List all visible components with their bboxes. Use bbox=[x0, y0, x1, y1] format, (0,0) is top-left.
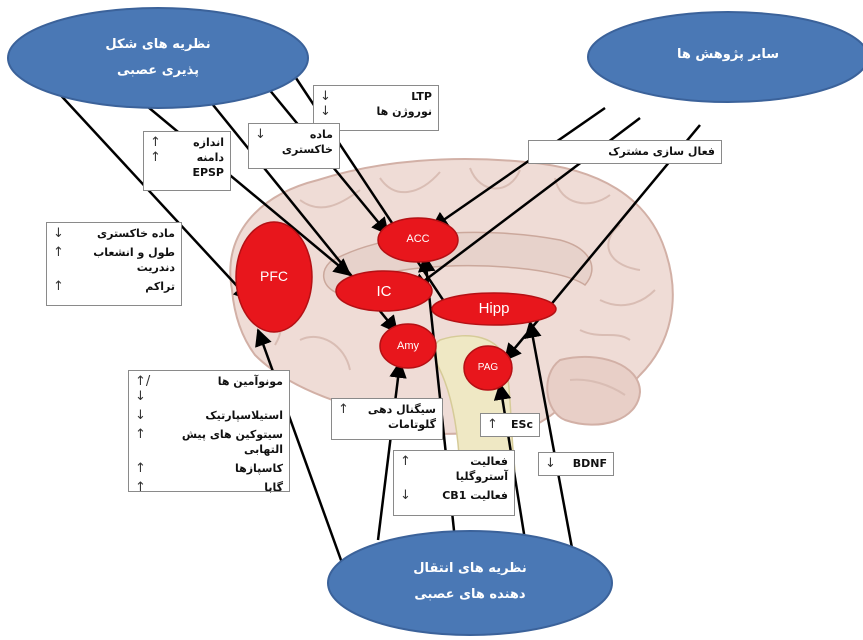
plasticity-line-2: پذیری عصبی bbox=[78, 58, 238, 84]
box-text: کاسپازها bbox=[157, 461, 283, 476]
box-text: EPSP bbox=[172, 165, 224, 180]
box-text: التهابی bbox=[157, 442, 283, 457]
box-row: ↑ESc bbox=[487, 417, 533, 432]
box-text: آستروگلیا bbox=[422, 469, 508, 484]
box-row: ↓نوروژن ها bbox=[320, 104, 432, 119]
up-arrow-icon: ↑ bbox=[400, 454, 422, 469]
box-row: ↑سیتوکین های پیش bbox=[135, 427, 283, 442]
plasticity-theory-label: نظریه های شکل پذیری عصبی bbox=[78, 32, 238, 84]
box-text: سیگنال دهی bbox=[360, 402, 436, 417]
other-research-label: سایر پژوهش ها bbox=[648, 42, 808, 68]
box-glutamate-signaling: ↑سیگنال دهی گلوتامات bbox=[331, 398, 443, 440]
up-arrow-icon: ↑ bbox=[135, 461, 157, 476]
box-text: نوروژن ها bbox=[342, 104, 432, 119]
box-text: خاکستری bbox=[277, 142, 333, 157]
box-row: ↓استیلاسپارتیک bbox=[135, 408, 283, 423]
label-acc: ACC bbox=[388, 233, 448, 245]
box-text: ESc bbox=[509, 417, 533, 432]
box-text: فعال سازی مشترک bbox=[557, 144, 715, 159]
box-row: ↓ماده bbox=[255, 127, 333, 142]
box-text: ماده bbox=[277, 127, 333, 142]
other-research-line-1: سایر پژوهش ها bbox=[648, 42, 808, 68]
box-row: ↑تراکم bbox=[53, 279, 175, 294]
up-arrow-icon: ↑ bbox=[53, 279, 75, 294]
box-row: ↓BDNF bbox=[545, 456, 607, 471]
label-pag: PAG bbox=[458, 362, 518, 373]
up-arrow-icon: ↑ bbox=[150, 135, 172, 150]
cerebellum bbox=[547, 357, 640, 425]
box-row: ↑فعالیت bbox=[400, 454, 508, 469]
neurotransmitter-line-2: دهنده های عصبی bbox=[390, 582, 550, 608]
box-row: ↑/↓مونوآمین ها bbox=[135, 374, 283, 404]
box-text: طول و انشعاب bbox=[75, 245, 175, 260]
box-row: دندریت bbox=[53, 260, 175, 275]
box-row: ↓LTP bbox=[320, 89, 432, 104]
box-text: LTP bbox=[342, 89, 432, 104]
down-arrow-icon: ↓ bbox=[53, 226, 75, 241]
label-hipp: Hipp bbox=[464, 300, 524, 317]
box-row: EPSP bbox=[150, 165, 224, 180]
up-arrow-icon: ↑ bbox=[135, 480, 157, 495]
box-text: استیلاسپارتیک bbox=[157, 408, 283, 423]
box-row: ↑اندازه bbox=[150, 135, 224, 150]
neurotransmitter-theory-label: نظریه های انتقال دهنده های عصبی bbox=[390, 556, 550, 608]
up-down-arrow-icon: ↑/↓ bbox=[135, 374, 157, 404]
down-arrow-icon: ↓ bbox=[320, 89, 342, 104]
box-text: گابا bbox=[157, 480, 283, 495]
box-astroglia-activity: ↑فعالیت آستروگلیا ↓فعالیت CB1 bbox=[393, 450, 515, 516]
down-arrow-icon: ↓ bbox=[400, 488, 422, 503]
box-row: ↑دامنه bbox=[150, 150, 224, 165]
box-row: ↓ماده خاکستری bbox=[53, 226, 175, 241]
box-row: خاکستری bbox=[255, 142, 333, 157]
plasticity-line-1: نظریه های شکل bbox=[78, 32, 238, 58]
box-monoamines: ↑/↓مونوآمین ها ↓استیلاسپارتیک ↑سیتوکین ه… bbox=[128, 370, 290, 492]
down-arrow-icon: ↓ bbox=[545, 456, 567, 471]
box-text: مونوآمین ها bbox=[157, 374, 283, 389]
box-gray-matter-acc: ↓ماده خاکستری bbox=[248, 123, 340, 169]
up-arrow-icon: ↑ bbox=[53, 245, 75, 260]
box-text: دامنه bbox=[172, 150, 224, 165]
down-arrow-icon: ↓ bbox=[135, 408, 157, 423]
box-esc: ↑ESc bbox=[480, 413, 540, 437]
up-arrow-icon: ↑ bbox=[338, 402, 360, 417]
box-text: BDNF bbox=[567, 456, 607, 471]
down-arrow-icon: ↓ bbox=[320, 104, 342, 119]
box-text: فعالیت bbox=[422, 454, 508, 469]
down-arrow-icon: ↓ bbox=[255, 127, 277, 142]
box-text: دندریت bbox=[75, 260, 175, 275]
box-text: تراکم bbox=[75, 279, 175, 294]
label-amy: Amy bbox=[378, 340, 438, 352]
box-row: ↑گابا bbox=[135, 480, 283, 495]
box-text: ماده خاکستری bbox=[75, 226, 175, 241]
label-pfc: PFC bbox=[244, 268, 304, 284]
up-arrow-icon: ↑ bbox=[150, 150, 172, 165]
box-text: اندازه bbox=[172, 135, 224, 150]
neurotransmitter-line-1: نظریه های انتقال bbox=[390, 556, 550, 582]
box-row: التهابی bbox=[135, 442, 283, 457]
label-ic: IC bbox=[354, 283, 414, 300]
box-row: ↑کاسپازها bbox=[135, 461, 283, 476]
box-row: گلوتامات bbox=[338, 417, 436, 432]
box-text: سیتوکین های پیش bbox=[157, 427, 283, 442]
box-text: گلوتامات bbox=[360, 417, 436, 432]
box-bdnf: ↓BDNF bbox=[538, 452, 614, 476]
up-arrow-icon: ↑ bbox=[487, 417, 509, 432]
box-row: ↑طول و انشعاب bbox=[53, 245, 175, 260]
box-row: فعال سازی مشترک bbox=[535, 144, 715, 159]
box-row: آستروگلیا bbox=[400, 469, 508, 484]
box-text: فعالیت CB1 bbox=[422, 488, 508, 503]
box-row: ↓فعالیت CB1 bbox=[400, 488, 508, 503]
box-row: ↑سیگنال دهی bbox=[338, 402, 436, 417]
box-pfc-changes: ↓ماده خاکستری ↑طول و انشعاب دندریت ↑تراک… bbox=[46, 222, 182, 306]
up-arrow-icon: ↑ bbox=[135, 427, 157, 442]
box-size-amplitude-epsp: ↑اندازه ↑دامنه EPSP bbox=[143, 131, 231, 191]
box-common-activation: فعال سازی مشترک bbox=[528, 140, 722, 164]
